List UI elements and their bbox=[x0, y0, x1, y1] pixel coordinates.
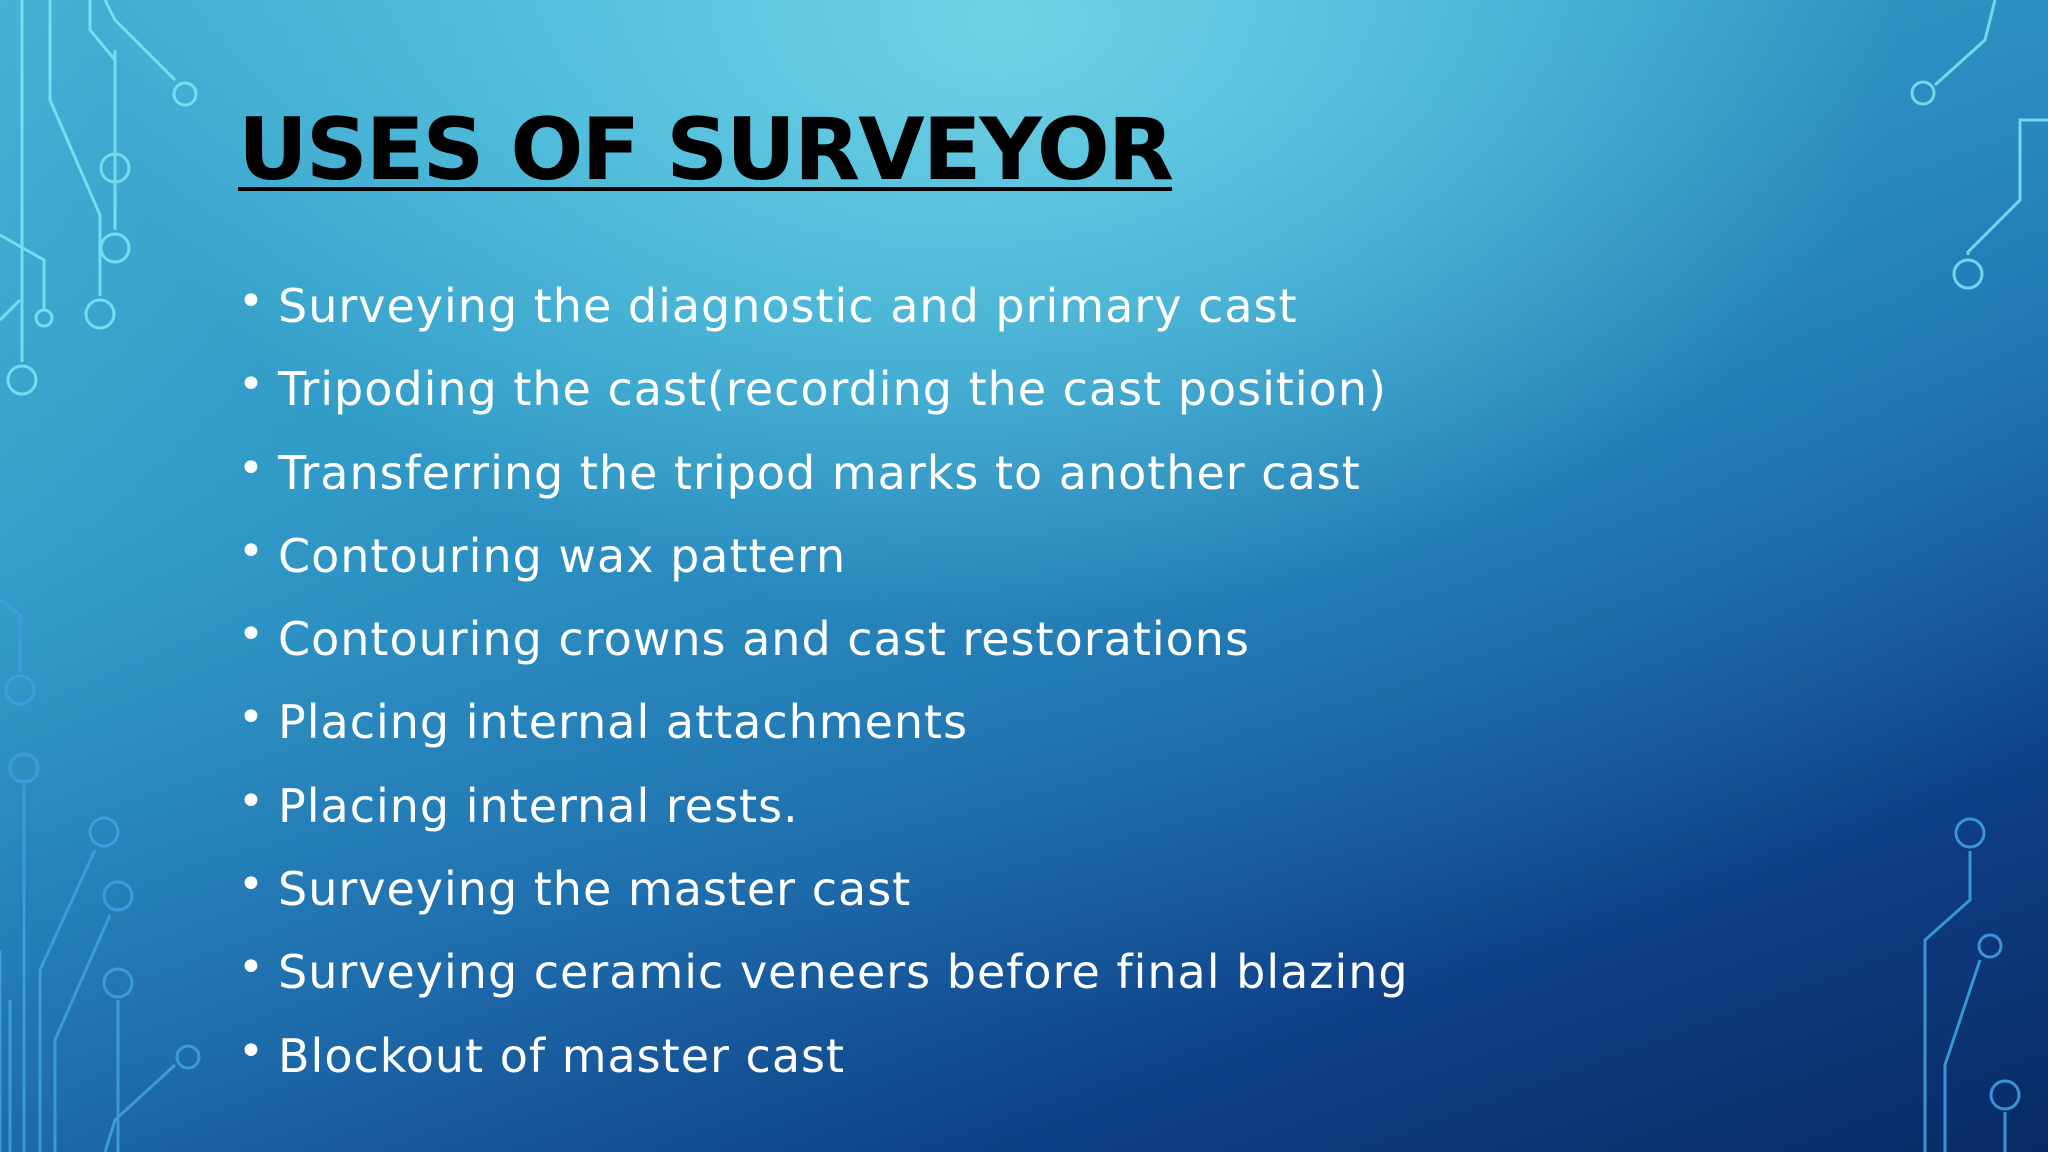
list-item: Surveying the master cast bbox=[238, 849, 1738, 936]
list-item: Blockout of master cast bbox=[238, 1016, 1738, 1103]
list-item: Placing internal attachments bbox=[238, 682, 1738, 769]
slide-title: USES OF SURVEYOR bbox=[238, 100, 1174, 200]
list-item: Placing internal rests. bbox=[238, 766, 1738, 853]
list-item: Contouring crowns and cast restorations bbox=[238, 599, 1738, 686]
list-item: Transferring the tripod marks to another… bbox=[238, 433, 1738, 520]
list-item: Contouring wax pattern bbox=[238, 516, 1738, 603]
list-item: Surveying the diagnostic and primary cas… bbox=[238, 266, 1738, 353]
list-item: Tripoding the cast(recording the cast po… bbox=[238, 349, 1738, 436]
list-item: Surveying ceramic veneers before final b… bbox=[238, 932, 1738, 1019]
bullet-list: Surveying the diagnostic and primary cas… bbox=[238, 266, 1738, 1103]
